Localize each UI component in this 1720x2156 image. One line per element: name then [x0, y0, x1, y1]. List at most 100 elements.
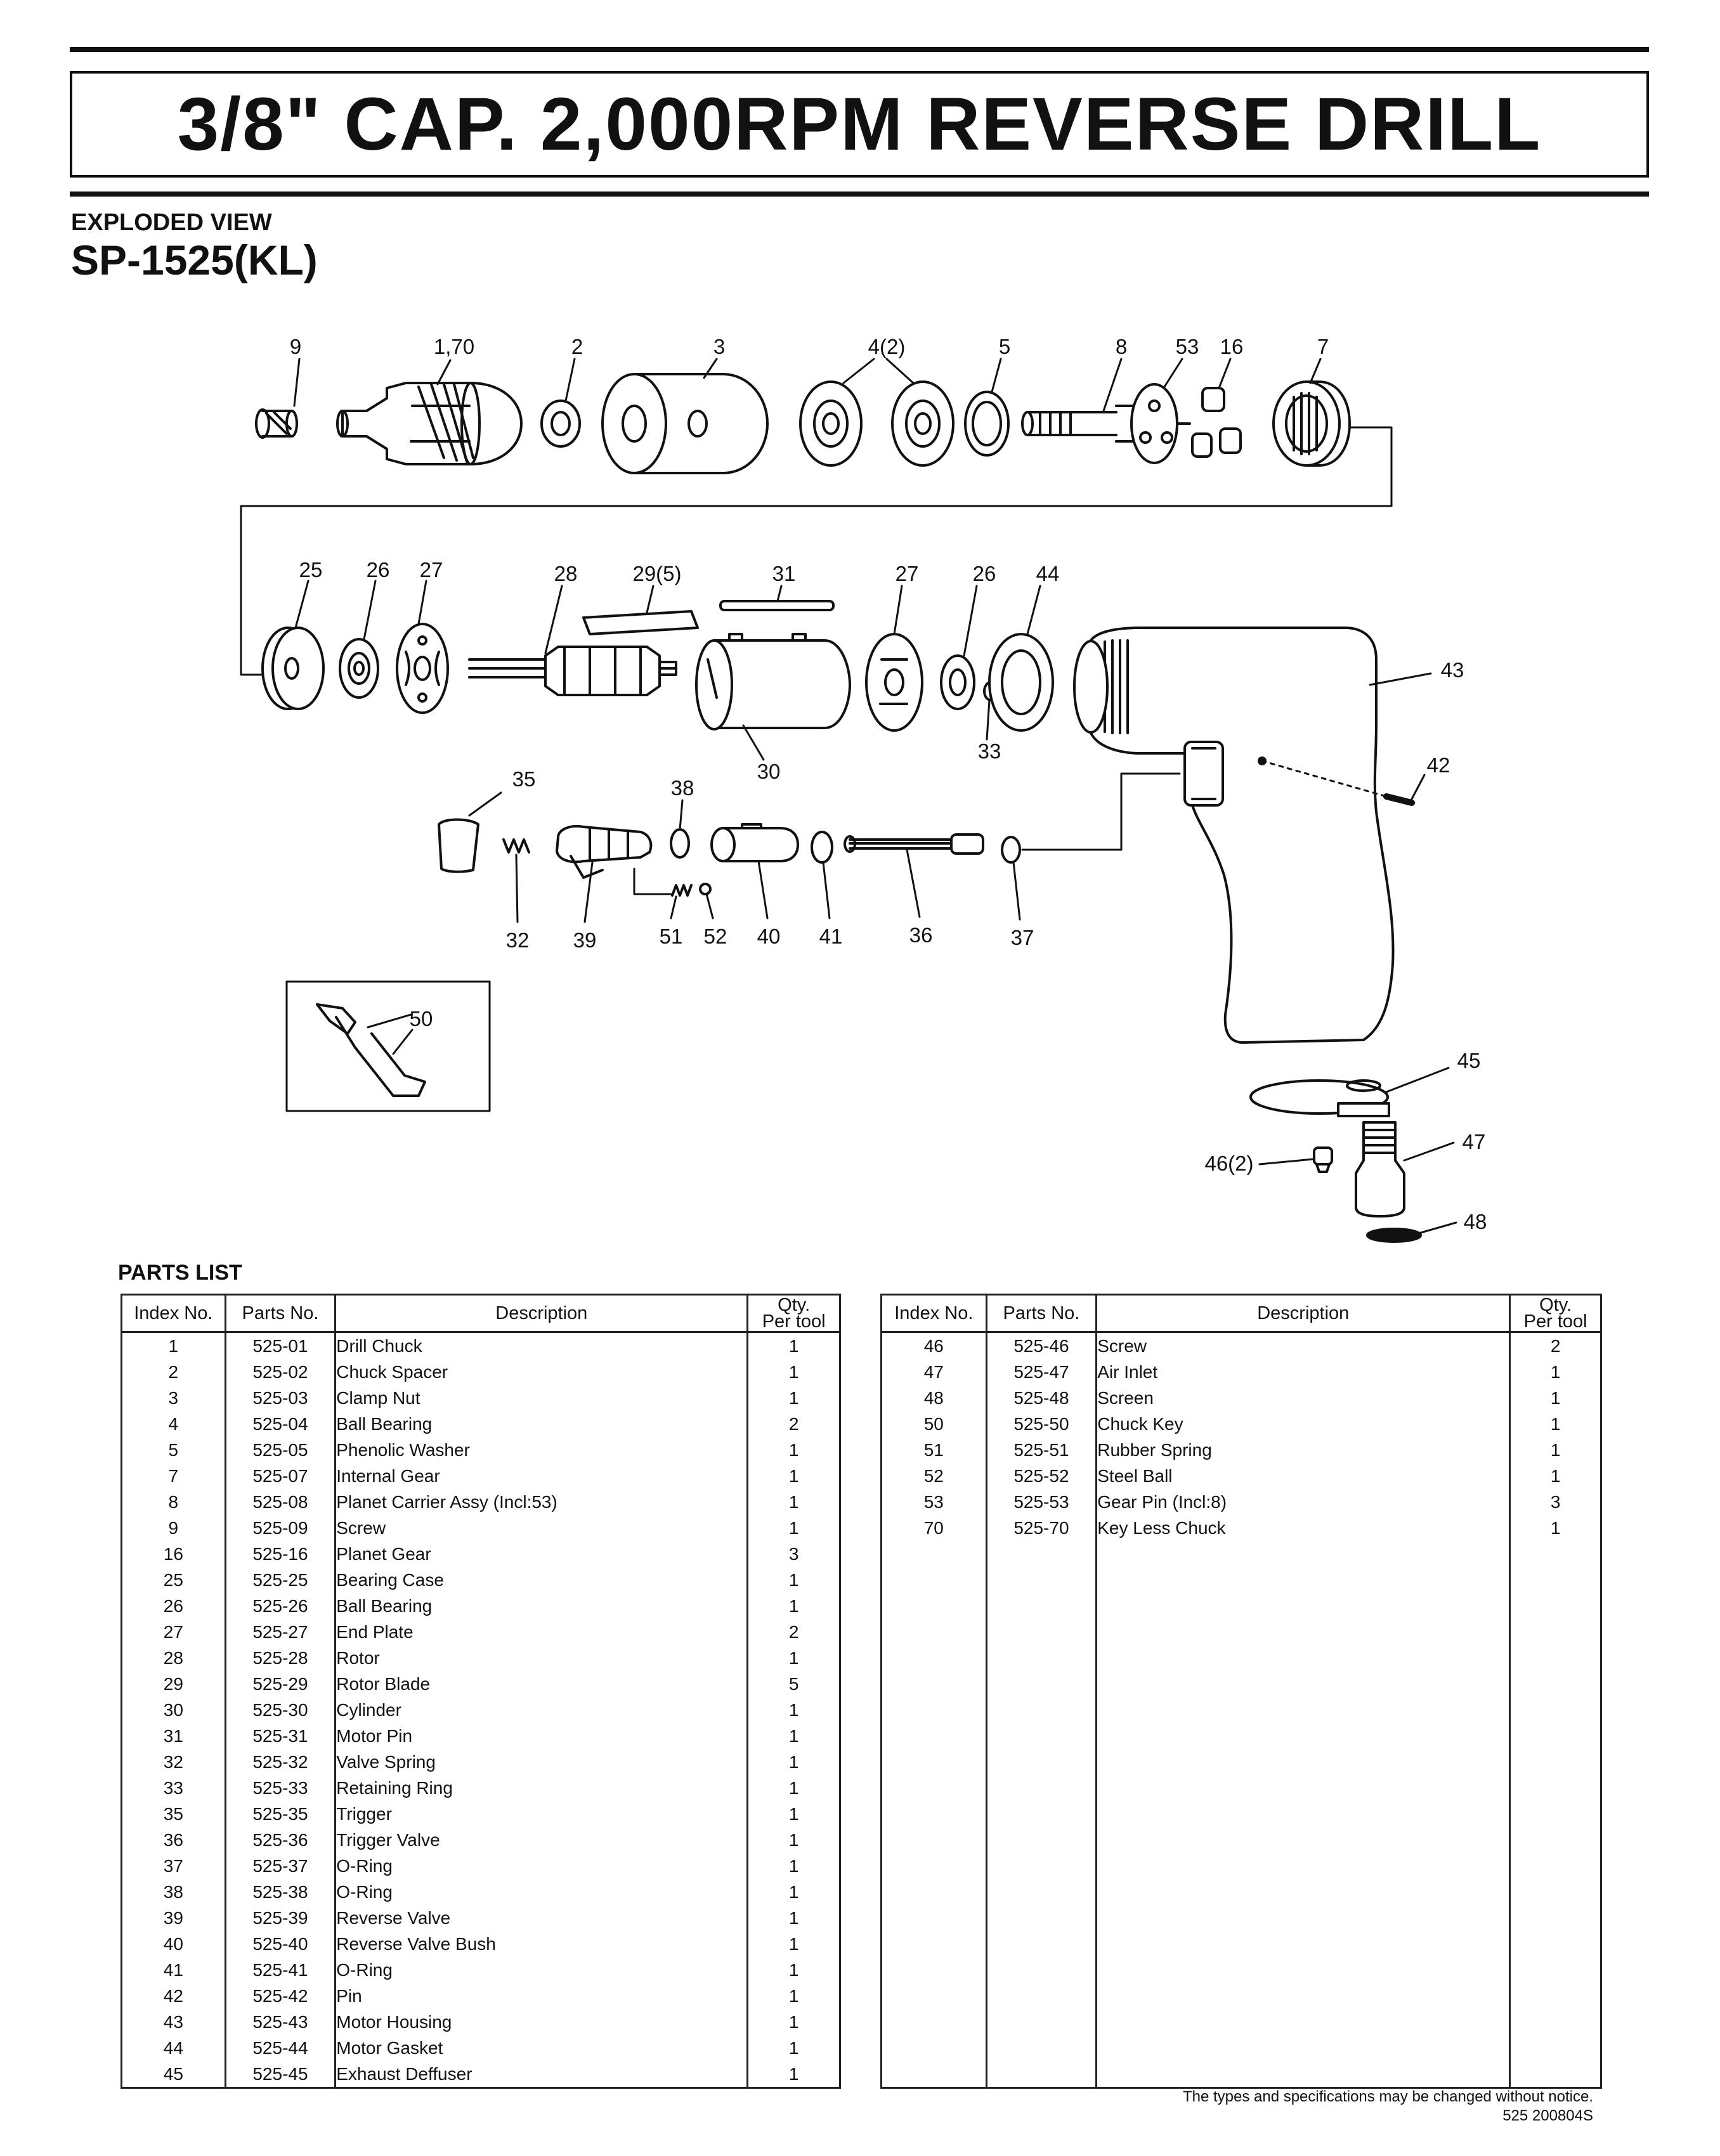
cell-qty: 1: [746, 1775, 841, 1801]
cell-part-no: 525-52: [985, 1463, 1098, 1489]
cell-description: Rubber Spring: [1095, 1437, 1511, 1463]
cell-index: 1: [121, 1332, 226, 1359]
cell-description: [1095, 1671, 1511, 1697]
cell-qty: [1509, 1827, 1602, 1853]
callout-16: 16: [1220, 335, 1244, 358]
cell-description: Key Less Chuck: [1095, 1515, 1511, 1541]
table-row: [880, 1931, 1602, 1957]
cell-index: [880, 2009, 987, 2035]
part-5-phenolic-washer: [964, 391, 1010, 457]
callout-51: 51: [660, 925, 683, 948]
cell-part-no: [985, 1723, 1098, 1749]
callout-25: 25: [299, 558, 323, 581]
cell-description: Chuck Spacer: [334, 1359, 749, 1385]
cell-index: 30: [121, 1697, 226, 1723]
leader-26b: [963, 585, 978, 657]
cell-description: Gear Pin (Incl:8): [1095, 1489, 1511, 1515]
cell-part-no: 525-45: [224, 2061, 337, 2088]
cell-part-no: [985, 1879, 1098, 1905]
leader-1-70: [436, 359, 452, 386]
cell-qty: [1509, 1593, 1602, 1619]
table-row: [880, 1879, 1602, 1905]
cell-description: [1095, 1567, 1511, 1593]
table-row: [880, 1957, 1602, 1983]
leader-48: [1419, 1221, 1457, 1234]
cell-part-no: 525-16: [224, 1541, 337, 1567]
part-37-o-ring: [1001, 836, 1021, 864]
cell-qty: 1: [746, 1853, 841, 1879]
cell-part-no: [985, 1619, 1098, 1645]
cell-qty: 1: [1509, 1515, 1602, 1541]
cell-qty: 1: [1509, 1411, 1602, 1437]
part-45-exhaust-diffuser: [1249, 1079, 1390, 1117]
cell-index: 4: [121, 1411, 226, 1437]
cell-part-no: [985, 1697, 1098, 1723]
cell-index: 35: [121, 1801, 226, 1827]
cell-description: [1095, 1905, 1511, 1931]
leader-46: [1258, 1158, 1314, 1166]
cell-qty: [1509, 1931, 1602, 1957]
cell-part-no: 525-27: [224, 1619, 337, 1645]
cell-description: [1095, 1983, 1511, 2009]
cell-description: [1095, 1749, 1511, 1775]
cell-part-no: [985, 1671, 1098, 1697]
cell-qty: [1509, 1723, 1602, 1749]
cell-qty: [1509, 1749, 1602, 1775]
part-3-clamp-nut: [601, 373, 769, 474]
leader-25: [294, 580, 309, 629]
cell-description: O-Ring: [334, 1957, 749, 1983]
cell-index: 52: [880, 1463, 987, 1489]
cell-part-no: [985, 2009, 1098, 2035]
leader-43: [1369, 672, 1432, 686]
cell-part-no: 525-43: [224, 2009, 337, 2035]
cell-qty: 1: [746, 1359, 841, 1385]
cell-part-no: 525-08: [224, 1489, 337, 1515]
cell-qty: 1: [746, 1957, 841, 1983]
cell-part-no: 525-50: [985, 1411, 1098, 1437]
callout-39: 39: [573, 928, 597, 952]
cell-qty: [1509, 1801, 1602, 1827]
cell-part-no: 525-05: [224, 1437, 337, 1463]
cell-part-no: 525-36: [224, 1827, 337, 1853]
cell-qty: 5: [746, 1671, 841, 1697]
cell-index: 41: [121, 1957, 226, 1983]
callout-3: 3: [713, 335, 725, 358]
cell-qty: [1509, 1645, 1602, 1671]
leader-26a: [363, 580, 377, 640]
cell-description: [1095, 1957, 1511, 1983]
cell-part-no: 525-01: [224, 1332, 337, 1359]
leader-41: [822, 861, 831, 919]
cell-index: [880, 1541, 987, 1567]
cell-description: [1095, 1723, 1511, 1749]
callout-44: 44: [1036, 562, 1060, 585]
cell-qty: 1: [746, 1827, 841, 1853]
cell-part-no: 525-40: [224, 1931, 337, 1957]
cell-qty: [1509, 1983, 1602, 2009]
cell-qty: 1: [746, 1801, 841, 1827]
cell-description: O-Ring: [334, 1879, 749, 1905]
cell-part-no: [985, 1645, 1098, 1671]
leader-51: [670, 895, 677, 919]
part-36-trigger-valve: [844, 833, 984, 855]
cell-index: [880, 1697, 987, 1723]
cell-index: 28: [121, 1645, 226, 1671]
leader-32: [515, 854, 519, 923]
table-row: [880, 2061, 1602, 2088]
cell-index: [880, 1957, 987, 1983]
cell-part-no: 525-07: [224, 1463, 337, 1489]
cell-part-no: 525-47: [985, 1359, 1098, 1385]
part-52-steel-ball: [699, 883, 712, 895]
column-header-index: Index No.: [880, 1294, 987, 1333]
cell-qty: 1: [746, 1332, 841, 1359]
cell-index: [880, 1801, 987, 1827]
